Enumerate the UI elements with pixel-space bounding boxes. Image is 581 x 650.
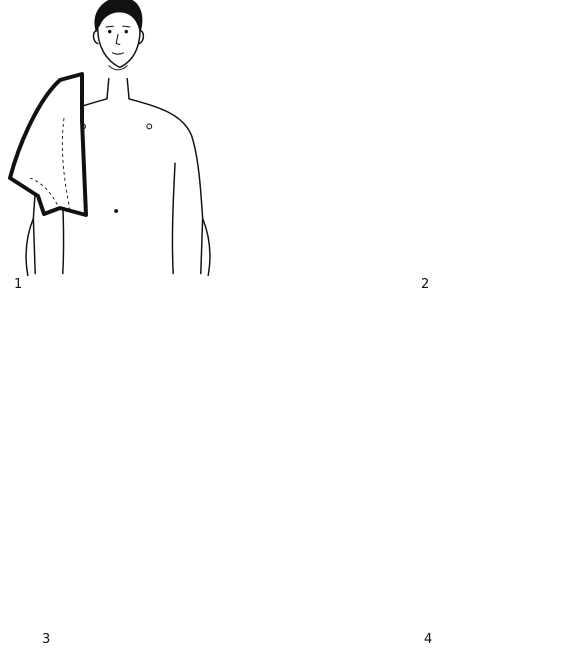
panel-label-1: 1 [14,278,22,291]
triangular-bandage-shape [10,74,86,215]
panel-label-2: 2 [421,278,429,291]
panel-label-3: 3 [42,633,50,646]
panel-label-4: 4 [424,633,432,646]
panel-1-drawing [10,0,210,275]
